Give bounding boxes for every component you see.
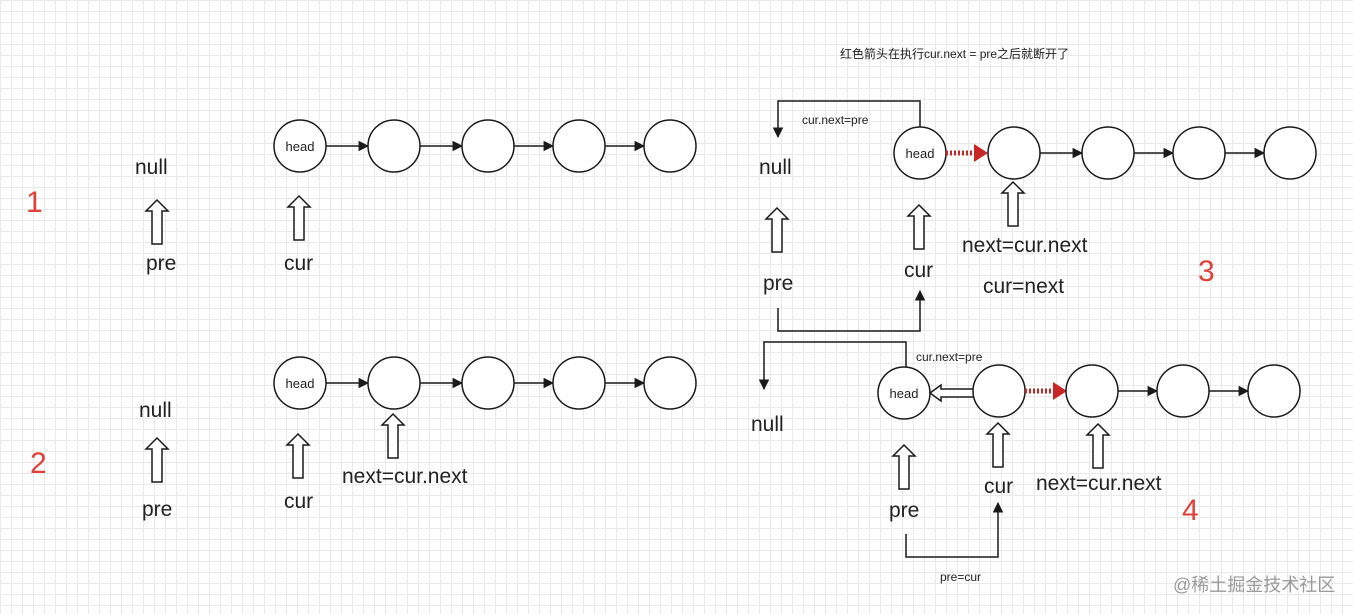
list-node bbox=[367, 356, 421, 410]
list-node bbox=[1156, 364, 1210, 418]
cur-label: cur bbox=[284, 490, 313, 513]
up-arrow-icon bbox=[286, 194, 312, 241]
list-node bbox=[461, 119, 515, 173]
step-number-3: 3 bbox=[1198, 255, 1215, 288]
head-node-label: head bbox=[286, 139, 315, 154]
list-node bbox=[552, 119, 606, 173]
list-node bbox=[1172, 126, 1226, 180]
step-2: 2 null pre head cur next=cur.next bbox=[30, 356, 697, 521]
head-node-label: head bbox=[286, 376, 315, 391]
null-label: null bbox=[139, 399, 172, 422]
up-arrow-icon bbox=[144, 436, 170, 483]
up-arrow-icon bbox=[144, 198, 170, 245]
cur-next-pre-label: cur.next=pre bbox=[916, 350, 983, 364]
up-arrow-icon bbox=[906, 203, 932, 250]
pre-cur-connector bbox=[905, 501, 1004, 558]
step-number-2: 2 bbox=[30, 447, 47, 480]
list-node bbox=[972, 364, 1026, 418]
null-label: null bbox=[759, 156, 792, 179]
up-arrow-icon bbox=[891, 443, 917, 490]
pre-assign-label: pre=cur bbox=[940, 570, 981, 584]
left-arrow-icon bbox=[928, 383, 975, 403]
list-node bbox=[643, 356, 697, 410]
cur-assign-label: cur=next bbox=[983, 275, 1064, 298]
cur-next-pre-connector bbox=[772, 100, 921, 139]
null-label: null bbox=[751, 413, 784, 436]
up-arrow-icon bbox=[764, 206, 790, 253]
up-arrow-icon bbox=[1000, 180, 1026, 227]
up-arrow-icon bbox=[985, 421, 1011, 468]
cur-label: cur bbox=[904, 259, 933, 282]
head-node-label: head bbox=[890, 386, 919, 401]
next-label: next=cur.next bbox=[342, 465, 468, 488]
list-node bbox=[461, 356, 515, 410]
list-node bbox=[1247, 364, 1301, 418]
diagram-note: 红色箭头在执行cur.next = pre之后就断开了 bbox=[840, 46, 1069, 61]
step-4: 4 cur.next=pre null head pre cur next=cu… bbox=[751, 341, 1301, 584]
null-label: null bbox=[135, 156, 168, 179]
broken-link-arrowhead bbox=[974, 144, 988, 162]
head-node-label: head bbox=[906, 146, 935, 161]
list-node bbox=[1081, 126, 1135, 180]
list-node bbox=[643, 119, 697, 173]
list-node bbox=[367, 119, 421, 173]
cur-label: cur bbox=[984, 475, 1013, 498]
cur-next-pre-connector bbox=[758, 341, 907, 391]
step-number-4: 4 bbox=[1182, 494, 1199, 527]
list-node bbox=[1065, 364, 1119, 418]
step-1: 1 null pre head cur bbox=[26, 119, 697, 275]
cur-label: cur bbox=[284, 252, 313, 275]
cur-next-pre-label: cur.next=pre bbox=[802, 113, 869, 127]
pre-label: pre bbox=[146, 252, 176, 275]
list-node bbox=[552, 356, 606, 410]
broken-link-arrowhead bbox=[1053, 382, 1067, 400]
pre-label: pre bbox=[142, 498, 172, 521]
pre-cur-connector bbox=[777, 289, 926, 332]
step-number-1: 1 bbox=[26, 186, 43, 219]
up-arrow-icon bbox=[380, 412, 406, 459]
pre-label: pre bbox=[763, 272, 793, 295]
up-arrow-icon bbox=[1085, 422, 1111, 469]
list-node bbox=[1263, 126, 1317, 180]
up-arrow-icon bbox=[285, 432, 311, 479]
step-3: 3 cur.next=pre null pre head cur next=cu… bbox=[759, 100, 1317, 332]
list-node bbox=[987, 126, 1041, 180]
watermark: @稀土掘金技术社区 bbox=[1173, 575, 1335, 595]
next-label: next=cur.next bbox=[962, 234, 1088, 257]
pre-label: pre bbox=[889, 499, 919, 522]
next-label: next=cur.next bbox=[1036, 472, 1162, 495]
